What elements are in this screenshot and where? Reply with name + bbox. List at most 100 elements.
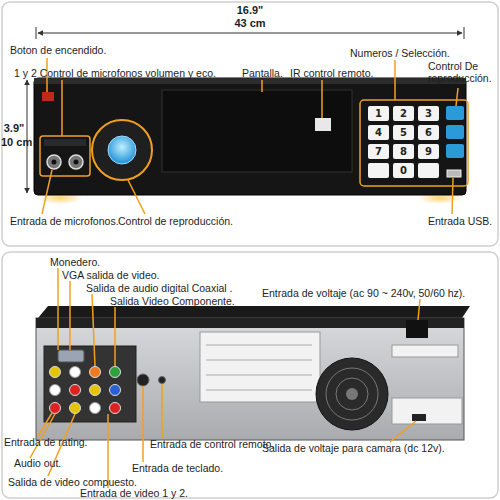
keypad xyxy=(368,106,439,178)
callout-label: Control De reproducción. xyxy=(428,60,498,84)
fan-grille xyxy=(316,358,388,430)
sticker-line xyxy=(206,375,312,376)
leader-lines xyxy=(42,58,458,214)
leader-lines xyxy=(30,268,420,488)
usb-port xyxy=(447,170,461,177)
rca-jack xyxy=(110,385,121,396)
device-top xyxy=(38,306,470,318)
dimension-line xyxy=(38,33,462,34)
callout-label: VGA salida de video. xyxy=(62,269,159,281)
callout-label: IR control remoto. xyxy=(290,67,373,79)
leader-line xyxy=(69,281,71,350)
dimension-tick xyxy=(36,27,37,39)
spec-sticker xyxy=(200,332,320,402)
key xyxy=(418,163,439,178)
callout-label: Salida de audio digital Coaxial . xyxy=(86,282,233,294)
callout-label: Entrada USB. xyxy=(428,215,492,227)
key xyxy=(418,144,439,159)
remote-jack xyxy=(159,377,166,384)
key-digit: 4 xyxy=(368,125,389,140)
playback-dial xyxy=(92,120,152,180)
sticker-line xyxy=(206,360,312,361)
key-digit: 9 xyxy=(418,144,439,159)
device-back xyxy=(36,318,464,440)
mic-jack-hole xyxy=(74,160,79,165)
rca-jack xyxy=(70,403,81,414)
leader-line xyxy=(114,307,116,366)
key-digit: 0 xyxy=(393,163,414,178)
spec-sticker xyxy=(392,345,458,357)
key xyxy=(393,144,414,159)
callout-label: Monedero. xyxy=(50,256,100,268)
key xyxy=(368,106,389,121)
fan-ring xyxy=(336,378,368,410)
callout-label: Entrada de voltaje (ac 90 ~ 240v, 50/60 … xyxy=(262,287,465,299)
callout-label: Salida de voltaje para camara (dc 12v). xyxy=(262,442,445,454)
display-window xyxy=(162,90,352,172)
rca-jack xyxy=(90,367,101,378)
keypad-outline xyxy=(360,100,468,186)
play-button xyxy=(446,106,464,120)
rca-jack xyxy=(70,385,81,396)
leader-line xyxy=(456,88,458,106)
rca-jack xyxy=(70,367,81,378)
dimension-label: 3.9" xyxy=(2,122,26,134)
mic-jack xyxy=(69,155,83,169)
dimension-label: 16.9" xyxy=(220,4,280,16)
leader-line xyxy=(321,80,323,118)
leader-line xyxy=(390,421,416,442)
key xyxy=(418,106,439,121)
key xyxy=(393,163,414,178)
dimension-label: 10 cm xyxy=(1,136,27,148)
key-digit: 5 xyxy=(393,125,414,140)
callout-label: Entrada de rating. xyxy=(4,436,87,448)
rca-jack xyxy=(50,403,61,414)
leader-line xyxy=(394,60,396,100)
callout-label: Entrada de video 1 y 2. xyxy=(80,487,188,499)
callout-label: Entrada de control remoto. xyxy=(150,438,274,450)
callout-label: Control de reproducción. xyxy=(118,215,233,227)
rca-jack xyxy=(50,385,61,396)
power-button xyxy=(42,92,54,101)
leader-line xyxy=(142,386,144,462)
panel-frame xyxy=(2,2,498,246)
leader-line xyxy=(61,80,63,136)
device-edge xyxy=(36,318,464,328)
callout-label: Numeros / Selección. xyxy=(350,47,450,59)
rca-jack xyxy=(90,403,101,414)
mic-jack xyxy=(47,155,61,169)
key xyxy=(368,163,389,178)
rca-jacks xyxy=(50,367,121,414)
key-digit: 1 xyxy=(368,106,389,121)
key xyxy=(393,106,414,121)
key xyxy=(368,125,389,140)
key xyxy=(418,125,439,140)
key-digit: 8 xyxy=(393,144,414,159)
rca-jack xyxy=(50,367,61,378)
rca-jack xyxy=(90,385,101,396)
device-front xyxy=(34,78,466,195)
panel-frame xyxy=(2,252,498,498)
dimension-tick xyxy=(464,27,465,39)
key xyxy=(368,144,389,159)
key-digit: 6 xyxy=(418,125,439,140)
sticker-line xyxy=(206,345,312,346)
next-button xyxy=(446,144,464,158)
leader-line xyxy=(42,170,52,214)
callout-label: Salida de video compuesto. xyxy=(8,476,137,488)
leader-line xyxy=(418,299,420,320)
mic-section xyxy=(40,136,90,176)
callout-label: Pantalla. xyxy=(242,67,283,79)
power-socket xyxy=(406,320,428,338)
callout-label: Audio out. xyxy=(14,457,61,469)
leader-line xyxy=(57,268,59,350)
spec-sticker xyxy=(392,398,462,424)
leader-line xyxy=(161,384,163,438)
playback-center xyxy=(108,136,136,164)
leader-line xyxy=(261,80,263,92)
callout-label: 1 y 2 Control de microfonos volumen y ec… xyxy=(14,67,216,79)
stop-button xyxy=(446,125,464,139)
vga-port xyxy=(58,350,84,362)
callout-label: Entrada de microfonos. xyxy=(10,215,119,227)
